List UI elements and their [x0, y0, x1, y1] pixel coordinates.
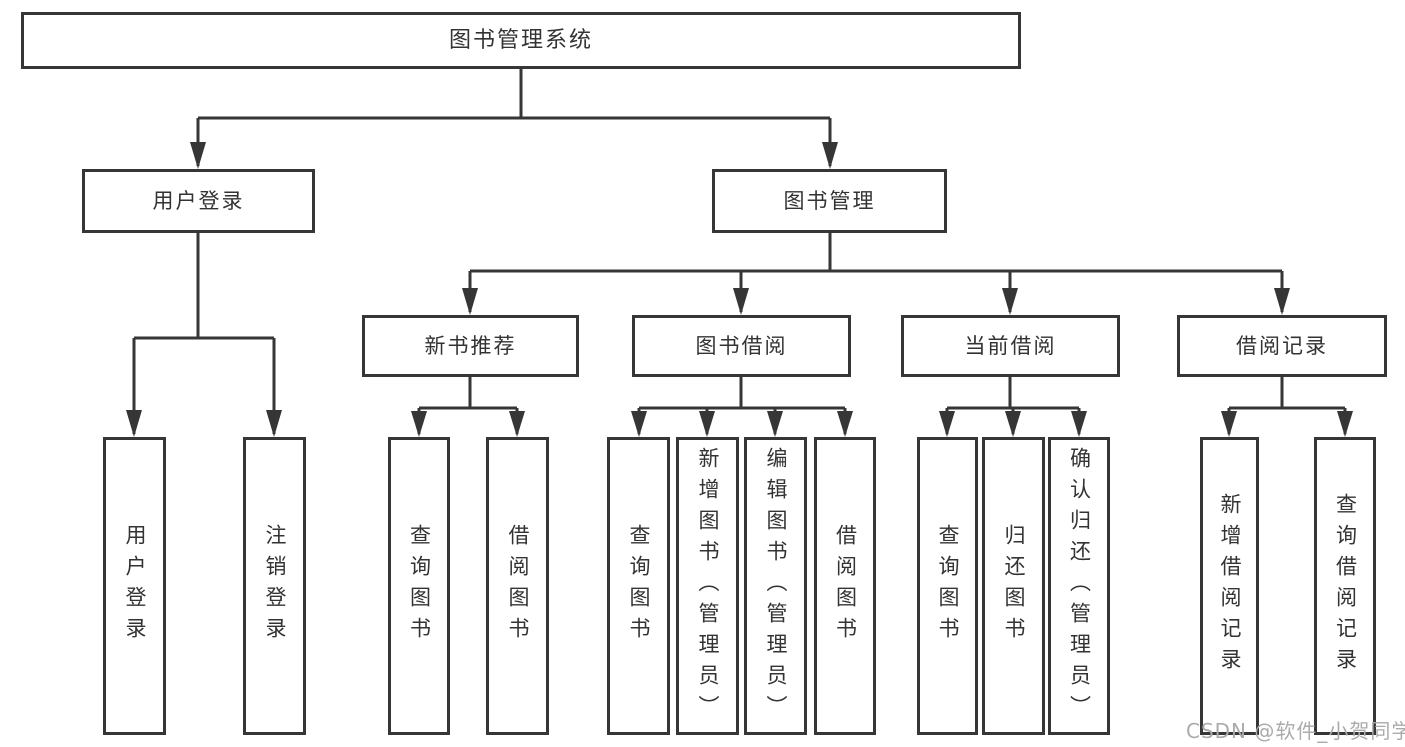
arrowhead-icon: [733, 288, 749, 315]
arrowhead-icon: [1005, 411, 1021, 437]
leaf-label: 用户登录: [123, 524, 147, 648]
leaf-label: 查询图书: [627, 524, 651, 648]
connector-book-management: [468, 233, 1284, 312]
leaf-label: 借阅图书: [506, 524, 530, 648]
connector-borrowing-records: [1227, 377, 1347, 434]
arrowhead-icon: [822, 142, 838, 169]
arrowhead-icon: [939, 411, 955, 437]
leaf-edit-book-admin: 编辑图书（管理员）: [744, 437, 807, 735]
leaf-label: 借阅图书: [833, 524, 858, 648]
connector-new-book: [417, 377, 519, 434]
arrowhead-icon: [1274, 288, 1290, 315]
leaf-user-login: 用户登录: [103, 437, 166, 735]
connector-root: [196, 69, 832, 166]
node-label: 图书管理系统: [448, 27, 593, 53]
node-label: 新书推荐: [424, 333, 517, 358]
arrowhead-icon: [509, 411, 525, 437]
arrowhead-icon: [631, 411, 647, 437]
arrowhead-icon: [411, 411, 427, 437]
leaf-borrow-books: 借阅图书: [814, 437, 876, 735]
watermark: CSDN @软件_小贺同学: [1186, 719, 1405, 743]
node-label: 图书借阅: [695, 333, 788, 358]
node-library-management-system: 图书管理系统: [21, 12, 1021, 69]
arrowhead-icon: [1002, 288, 1018, 315]
leaf-query-books-borrowing: 查询图书: [607, 437, 670, 735]
leaf-label: 查询图书: [936, 524, 960, 648]
arrowhead-icon: [1221, 411, 1237, 437]
leaf-confirm-return-admin: 确认归还（管理员）: [1048, 437, 1110, 735]
node-user-login: 用户登录: [82, 169, 315, 233]
arrowhead-icon: [1071, 411, 1087, 437]
arrowhead-icon: [699, 411, 715, 437]
leaf-label: 查询借阅记录: [1333, 493, 1358, 679]
node-label: 借阅记录: [1236, 333, 1328, 358]
arrowhead-icon: [190, 142, 206, 169]
connector-book-borrowing: [637, 377, 847, 434]
leaf-label: 注销登录: [263, 524, 287, 648]
leaf-label: 新增图书（管理员）: [696, 446, 720, 726]
arrowhead-icon: [126, 410, 142, 437]
arrowhead-icon: [1337, 411, 1353, 437]
node-book-borrowing: 图书借阅: [632, 315, 851, 377]
arrowhead-icon: [767, 411, 783, 437]
leaf-borrow-books-recommend: 借阅图书: [486, 437, 549, 735]
arrowheads: [126, 142, 1353, 437]
leaf-query-borrow-record: 查询借阅记录: [1314, 437, 1376, 735]
leaf-label: 归还图书: [1002, 524, 1026, 648]
leaf-add-book-admin: 新增图书（管理员）: [676, 437, 739, 735]
leaf-label: 新增借阅记录: [1218, 493, 1242, 679]
node-label: 当前借阅: [964, 333, 1057, 358]
node-label: 图书管理: [783, 188, 876, 213]
leaf-query-books-current: 查询图书: [917, 437, 978, 735]
node-current-borrowing: 当前借阅: [901, 315, 1120, 377]
leaf-logout: 注销登录: [243, 437, 306, 735]
leaf-label: 查询图书: [407, 524, 432, 648]
arrowhead-icon: [462, 288, 478, 315]
leaf-query-books-recommend: 查询图书: [388, 437, 450, 735]
node-borrowing-records: 借阅记录: [1177, 315, 1387, 377]
arrowhead-icon: [266, 410, 282, 437]
leaf-label: 确认归还（管理员）: [1067, 446, 1092, 726]
node-new-book-recommendation: 新书推荐: [362, 315, 579, 377]
leaf-label: 编辑图书（管理员）: [764, 446, 788, 726]
node-book-management: 图书管理: [712, 169, 947, 233]
leaf-add-borrow-record: 新增借阅记录: [1200, 437, 1259, 735]
node-label: 用户登录: [152, 188, 245, 213]
arrowhead-icon: [837, 411, 853, 437]
leaf-return-books: 归还图书: [982, 437, 1045, 735]
connector-user-login: [132, 233, 276, 434]
